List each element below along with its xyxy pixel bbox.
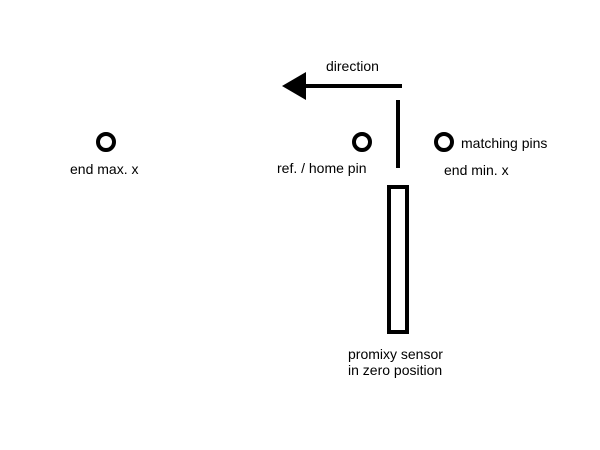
direction-arrow bbox=[282, 72, 402, 100]
ref-home-label: ref. / home pin bbox=[277, 160, 367, 176]
matching-pins-label: matching pins bbox=[461, 135, 547, 151]
ref-home-pin bbox=[352, 132, 372, 152]
end-min-pin bbox=[434, 132, 454, 152]
proximity-sensor bbox=[387, 185, 409, 334]
direction-label: direction bbox=[326, 58, 379, 74]
end-max-pin bbox=[96, 132, 116, 152]
sensor-label-line2: in zero position bbox=[348, 362, 442, 378]
end-min-label: end min. x bbox=[444, 162, 509, 178]
sensor-label-line1: promixy sensor bbox=[348, 346, 443, 362]
end-max-label: end max. x bbox=[70, 161, 138, 177]
direction-arrow-head bbox=[282, 72, 306, 100]
